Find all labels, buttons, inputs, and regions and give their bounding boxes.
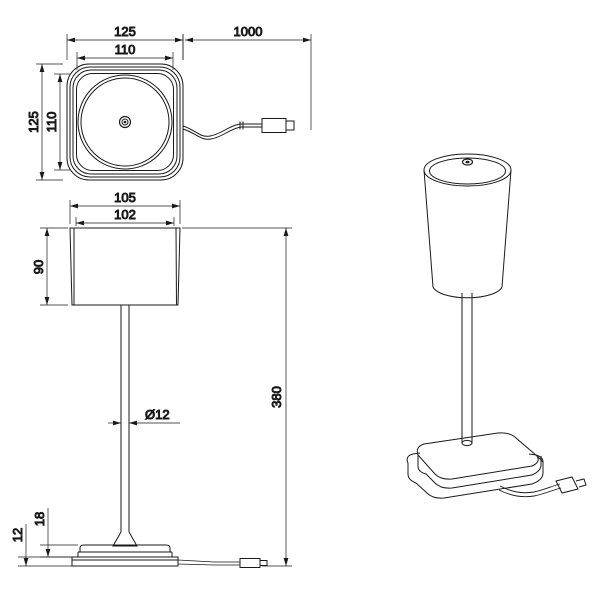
dim-top-depth-125: [36, 63, 63, 181]
dim-total-height-380: [182, 227, 292, 567]
elevation-shade: [69, 227, 181, 306]
top-view-body-outline: [66, 63, 184, 181]
elevation-base-lower: [71, 556, 179, 567]
dim-label-base-upper-height: 18: [32, 512, 47, 526]
dim-top-width-110: [76, 52, 174, 70]
dim-stem-diameter: [108, 420, 180, 426]
dim-label-base-lower-height: 12: [10, 528, 25, 542]
dim-base-lower-12: [18, 524, 72, 567]
dim-label-cable-length: 1000: [234, 24, 263, 39]
perspective-shade: [423, 153, 512, 299]
dim-top-depth-110: [54, 73, 70, 171]
front-elevation-view: 105 102 90 Ø12: [10, 190, 292, 568]
dim-label-top-depth-inner: 110: [44, 112, 59, 133]
perspective-power-button-icon: [461, 158, 474, 166]
dim-shade-height-90: [40, 227, 68, 306]
perspective-view: [406, 153, 587, 499]
dim-label-total-height: 380: [269, 386, 284, 408]
dim-label-top-width-outer: 125: [114, 24, 136, 39]
power-button-icon: [118, 115, 132, 129]
dim-label-top-width-inner: 110: [115, 42, 136, 57]
dim-shade-width-102: [75, 217, 175, 226]
dim-label-shade-width-outer: 105: [114, 190, 136, 205]
top-view-shade-circles: [77, 74, 173, 170]
elevation-stem-foot: [112, 531, 138, 547]
perspective-base-lower: [406, 452, 544, 499]
elevation-cable: [177, 559, 240, 566]
perspective-usb-connector: [555, 476, 587, 494]
dim-label-shade-width-inner: 102: [114, 207, 136, 222]
perspective-cable: [498, 483, 562, 498]
perspective-stem: [461, 293, 473, 447]
top-view: 125 110 1000 125: [26, 24, 312, 181]
elevation-stem: [120, 305, 130, 532]
dim-label-top-depth-outer: 125: [26, 111, 41, 133]
dim-label-stem-diameter: Ø12: [145, 407, 170, 422]
elevation-usb-connector: [239, 558, 268, 568]
drawing-root: 125 110 1000 125: [10, 24, 587, 568]
elevation-base-upper: [77, 544, 173, 558]
top-view-usb-connector: [261, 118, 295, 133]
dim-cable-1000: [182, 34, 312, 130]
perspective-base-upper: [416, 432, 542, 489]
dim-shade-width-105: [69, 200, 181, 224]
dim-label-shade-height: 90: [31, 260, 46, 274]
top-view-cable: [182, 121, 262, 140]
